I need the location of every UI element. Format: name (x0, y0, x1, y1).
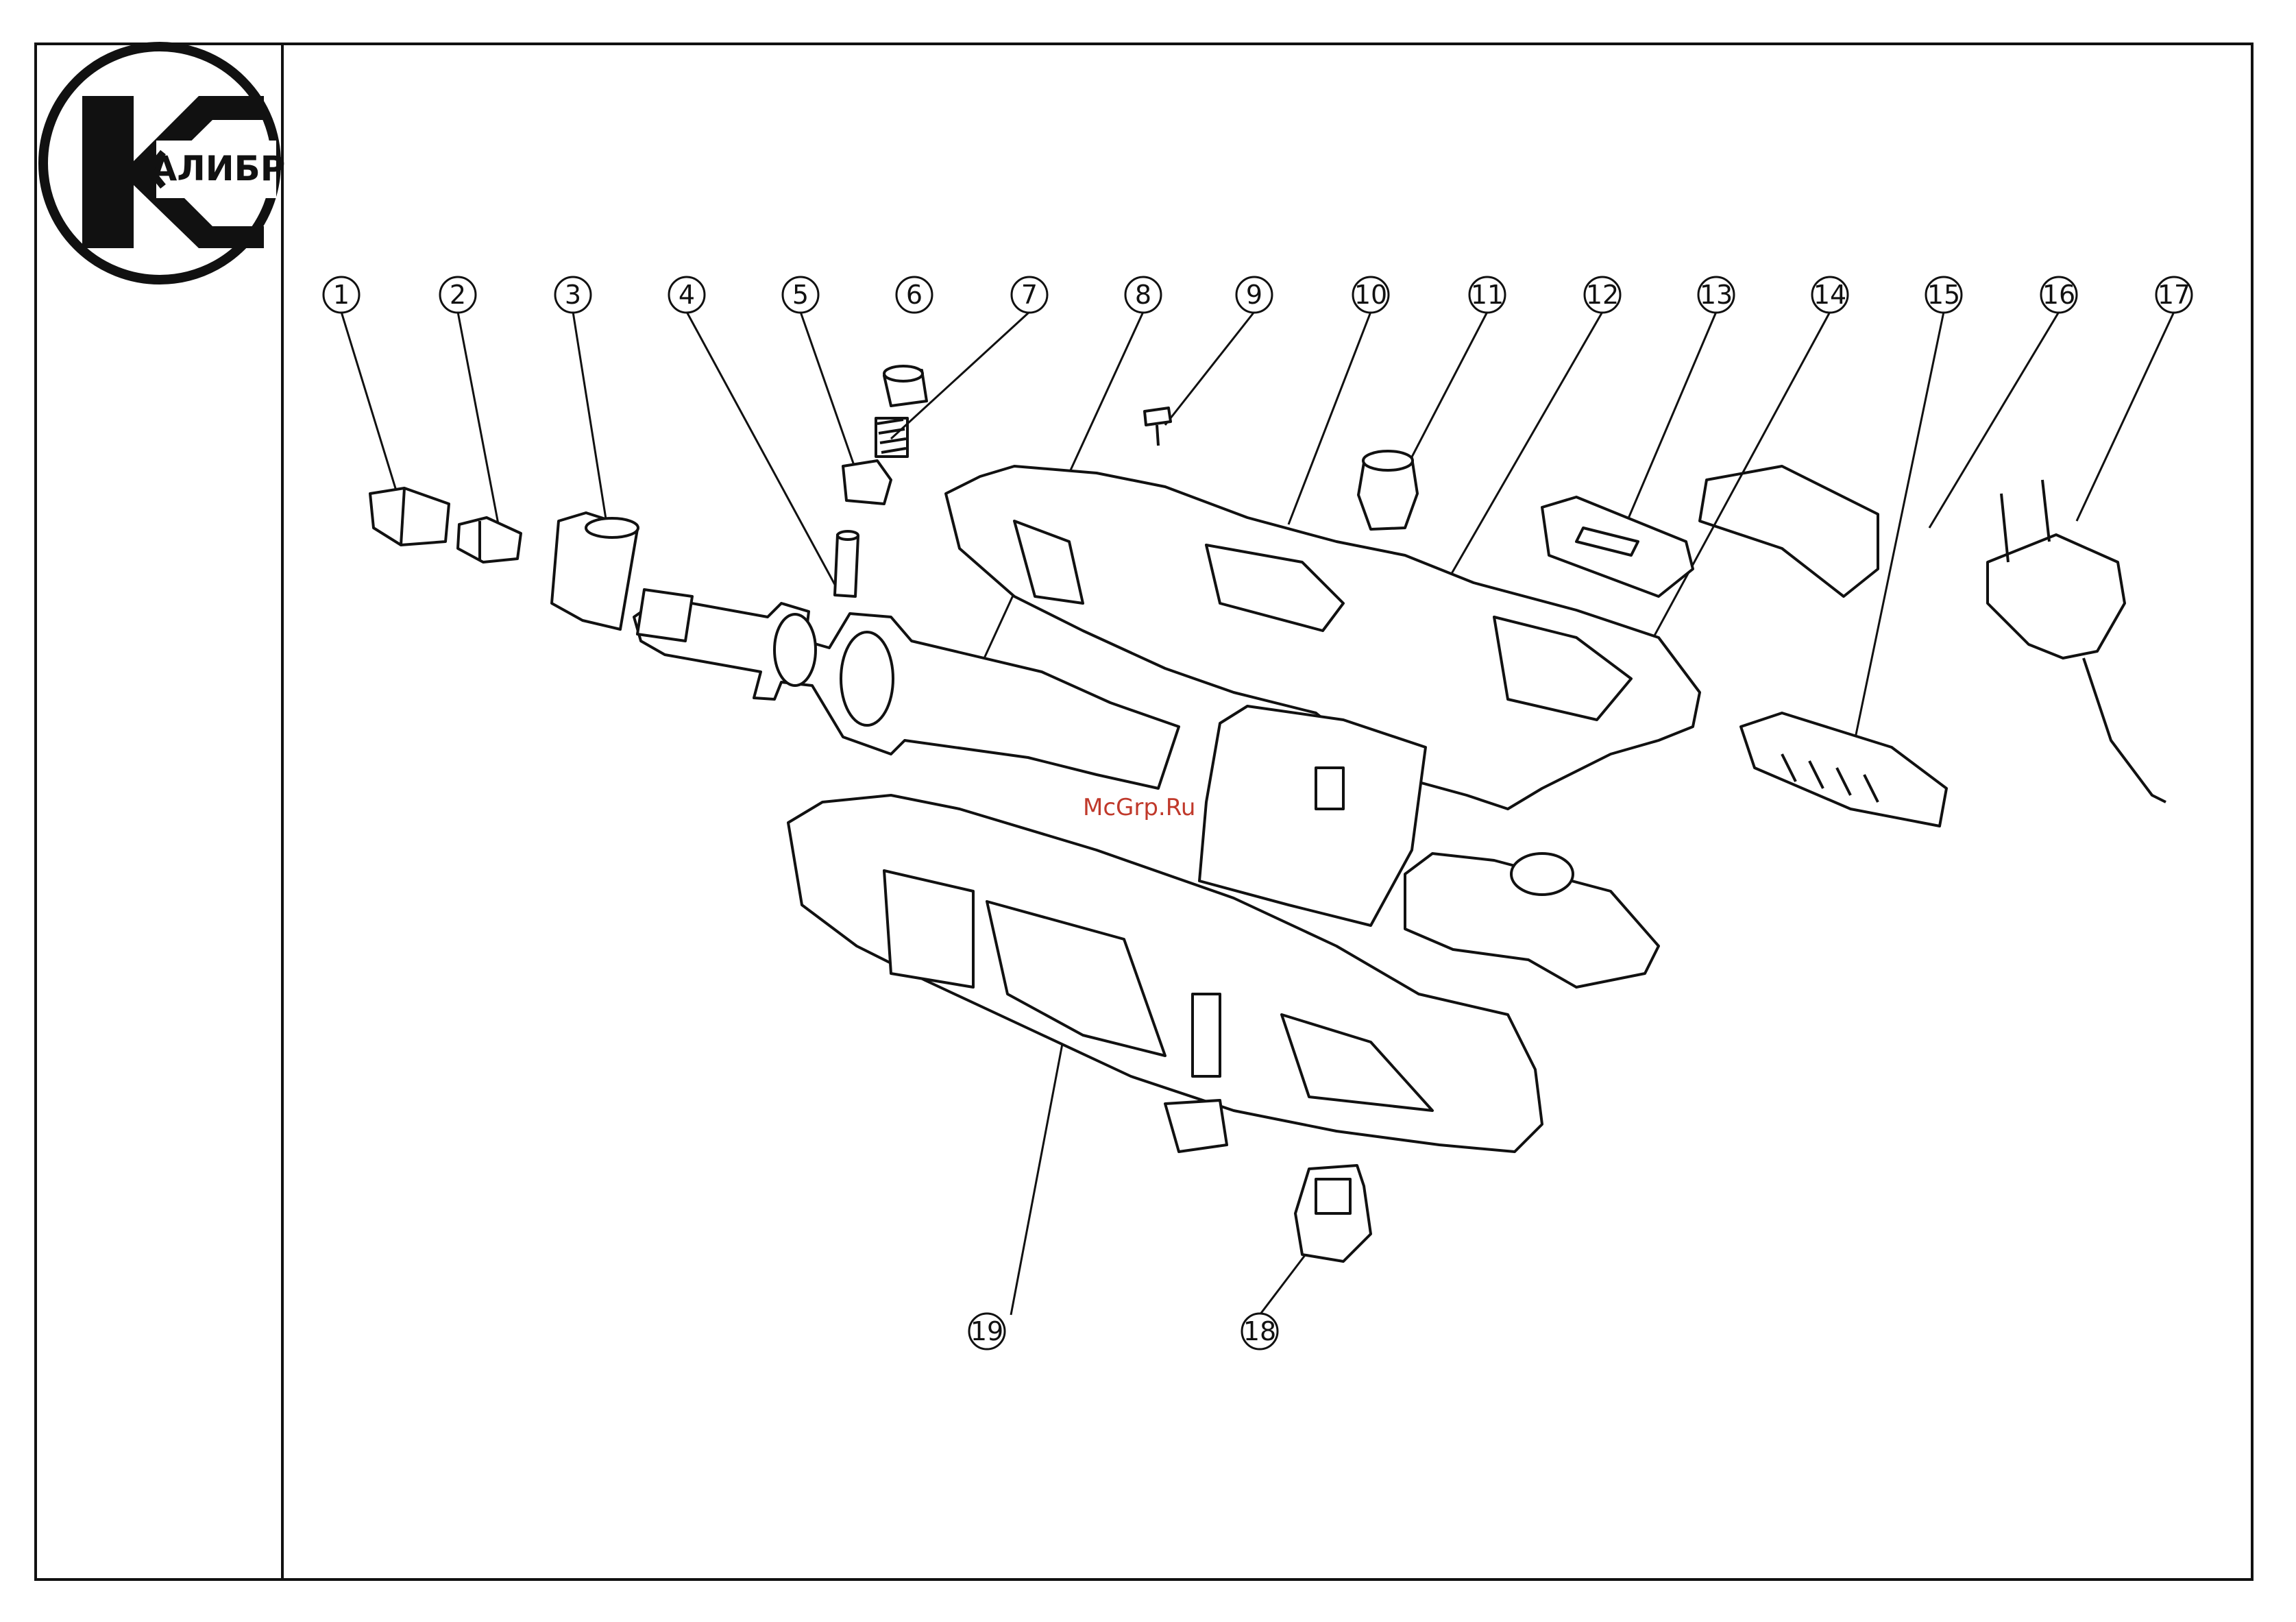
logo-text: АЛИБР (151, 149, 286, 189)
callout-18: 18 (1243, 1316, 1276, 1346)
part-switch (1295, 1165, 1371, 1261)
callout-6: 6 (906, 280, 923, 310)
callout-9: 9 (1246, 280, 1262, 310)
part-lock-pin (835, 531, 858, 596)
part-screw-top (1145, 408, 1171, 446)
callout-13: 13 (1700, 280, 1733, 310)
watermark: McGrp.Ru (1083, 794, 1195, 821)
callout-1: 1 (333, 280, 350, 310)
callout-3: 3 (565, 280, 581, 310)
callout-12: 12 (1586, 280, 1619, 310)
part-cord-sleeve (1741, 713, 1946, 826)
kalibr-logo: АЛИБР (43, 47, 285, 280)
part-lock-button-base (843, 461, 891, 504)
callout-19: 19 (970, 1316, 1003, 1346)
part-speed-dial (1542, 497, 1693, 596)
callout-14: 14 (1813, 280, 1846, 310)
part-collet-nut (370, 488, 449, 545)
part-power-plug (1988, 480, 2166, 802)
callout-8: 8 (1135, 280, 1151, 310)
callout-5: 5 (792, 280, 809, 310)
callout-2: 2 (450, 280, 466, 310)
callout-17: 17 (2158, 280, 2190, 310)
part-housing-cover (788, 795, 1542, 1152)
callout-7: 7 (1021, 280, 1038, 310)
part-sleeve (552, 513, 638, 629)
callout-15: 15 (1927, 280, 1960, 310)
parts (370, 366, 2166, 1261)
callout-4: 4 (679, 280, 695, 310)
part-brush-holder (1358, 451, 1417, 529)
part-circuit-board (1405, 854, 1659, 987)
part-hang-hook (1700, 466, 1878, 596)
part-collet (458, 518, 521, 562)
part-switch-block (1199, 706, 1426, 925)
callout-16: 16 (2042, 280, 2075, 310)
callout-10: 10 (1354, 280, 1387, 310)
callout-11: 11 (1471, 280, 1504, 310)
part-button-cap (884, 366, 927, 406)
